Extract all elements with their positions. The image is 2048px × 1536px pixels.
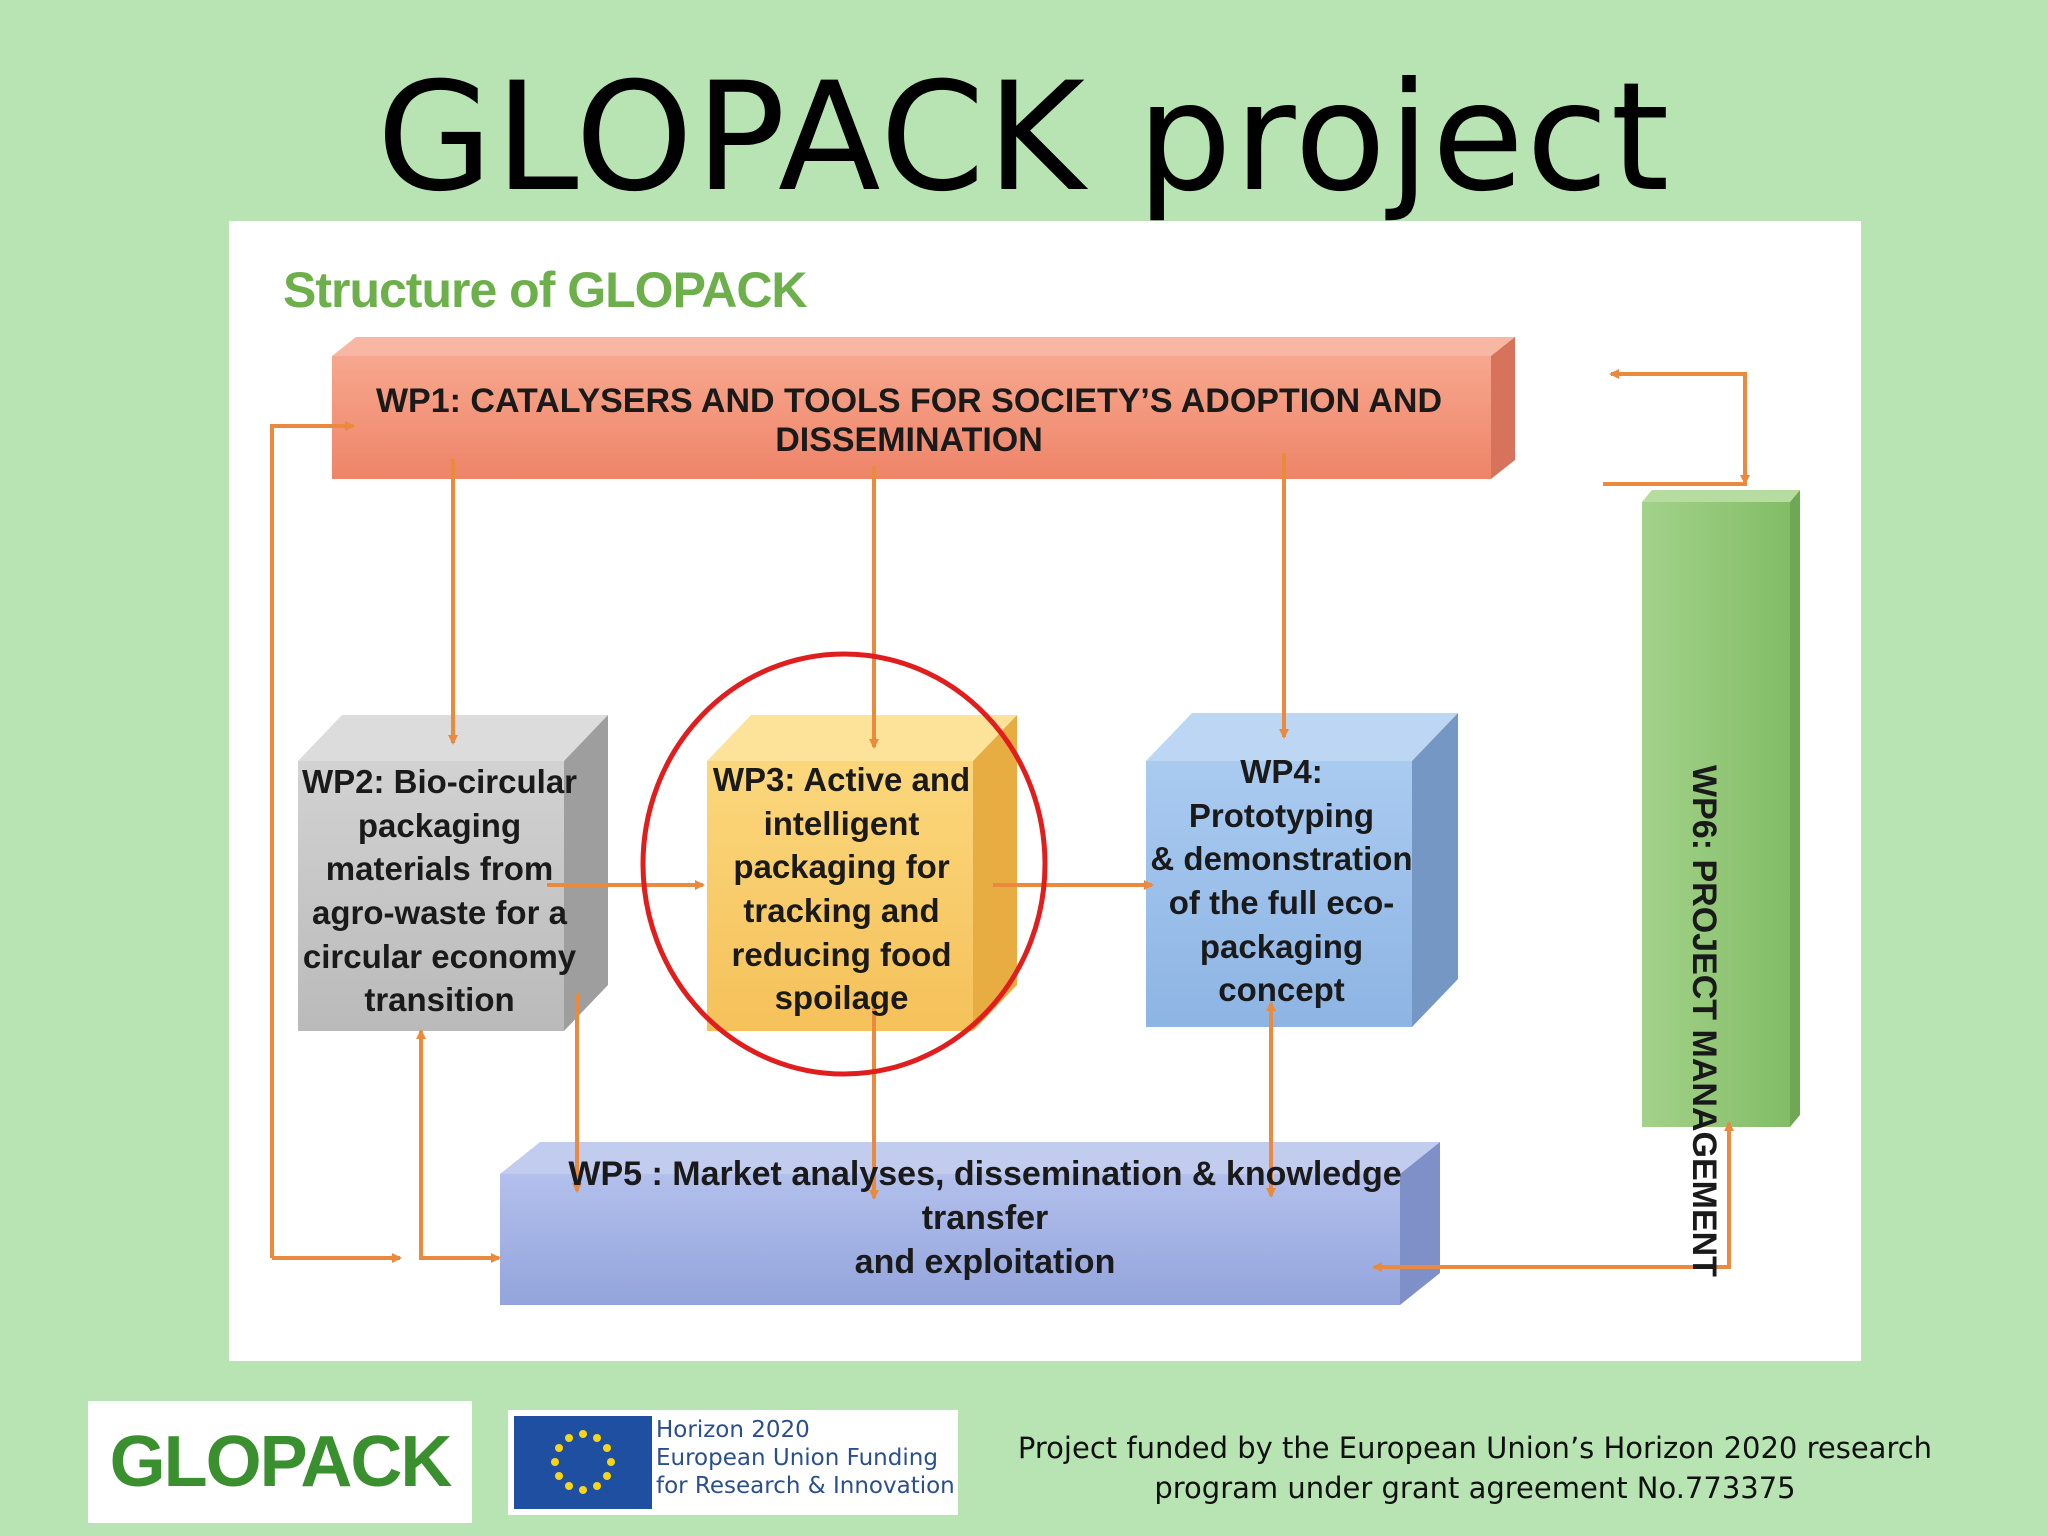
eu-stars-icon — [551, 1430, 615, 1494]
wp4-line: of the full eco- — [1168, 884, 1395, 921]
horizon-2020-text: Horizon 2020 European Union Funding for … — [656, 1416, 956, 1500]
wp3-label: WP3: Active and intelligent packaging fo… — [709, 759, 974, 1019]
wp2-line: materials from — [325, 850, 554, 888]
wp5-line: WP5 : Market analyses, dissemination & k… — [568, 1154, 1402, 1237]
wp4-line: concept — [1218, 971, 1345, 1009]
wp5-label: WP5 : Market analyses, dissemination & k… — [511, 1155, 1459, 1281]
wp2-line: transition — [364, 981, 515, 1019]
glopack-logo: GLOPACK — [88, 1401, 472, 1523]
highlight-circle — [640, 651, 1048, 1077]
wp6-label: WP6: PROJECT MANAGEMENT — [1685, 765, 1724, 1277]
eu-flag-icon — [514, 1416, 652, 1509]
wp2-line: WP2: Bio-circular — [301, 763, 578, 801]
structure-diagram: Structure of GLOPACK WP1: CATALYSERS AND… — [229, 221, 1861, 1361]
wp2-line: circular economy — [302, 937, 577, 975]
eu-line: European Union Funding — [656, 1445, 938, 1471]
wp3-line: intelligent — [763, 804, 920, 842]
funding-line: program under grant agreement No.773375 — [1154, 1471, 1796, 1505]
wp1-block — [332, 337, 1515, 479]
wp2-label: WP2: Bio-circular packaging materials fr… — [297, 761, 582, 1021]
wp3-line: reducing food — [731, 935, 952, 973]
diagram-shapes — [270, 337, 1800, 1305]
wp2-block — [298, 715, 608, 1031]
wp6-block — [1642, 490, 1800, 1127]
wp5-block — [500, 1142, 1440, 1305]
funding-line: Project funded by the European Union’s H… — [1017, 1431, 1933, 1465]
glopack-logo-text: GLOPACK — [109, 1422, 453, 1502]
diagram-arrows — [270, 369, 1750, 1272]
wp4-line: WP4: Prototyping — [1188, 753, 1375, 834]
arrow-wp2-wp5-link — [416, 1029, 501, 1263]
arrow-wp1-wp6-line — [1603, 482, 1747, 486]
arrow-wp5-wp6-link — [1372, 1121, 1734, 1272]
wp2-line: packaging — [357, 806, 522, 844]
arrow-wp1-wp6-link — [1609, 369, 1750, 485]
funding-note: Project funded by the European Union’s H… — [1000, 1428, 1950, 1508]
diagram-heading: Structure of GLOPACK — [283, 262, 808, 318]
wp4-block — [1146, 713, 1458, 1027]
wp4-line: & demonstration — [1150, 840, 1413, 878]
wp3-line: tracking and — [743, 892, 940, 929]
wp4-label: WP4: Prototyping & demonstration of the … — [1144, 753, 1419, 1008]
wp3-line: packaging for — [733, 848, 950, 886]
wp3-line: spoilage — [774, 979, 909, 1017]
wp3-block — [707, 715, 1017, 1031]
horizon-2020-logo: Horizon 2020 European Union Funding for … — [508, 1410, 958, 1515]
wp1-label: WP1: CATALYSERS AND TOOLS FOR SOCIETY’S … — [375, 382, 1443, 459]
eu-line: Horizon 2020 — [656, 1417, 810, 1443]
wp2-line: agro-waste for a — [312, 894, 567, 931]
arrow-left-loop-to-wp1 — [270, 421, 355, 1258]
wp5-line: and exploitation — [854, 1243, 1116, 1282]
wp4-line: packaging — [1199, 927, 1364, 965]
wp3-line: WP3: Active and — [712, 761, 971, 799]
slide-title: GLOPACK project — [376, 51, 1672, 225]
eu-line: for Research & Innovation — [656, 1473, 955, 1499]
